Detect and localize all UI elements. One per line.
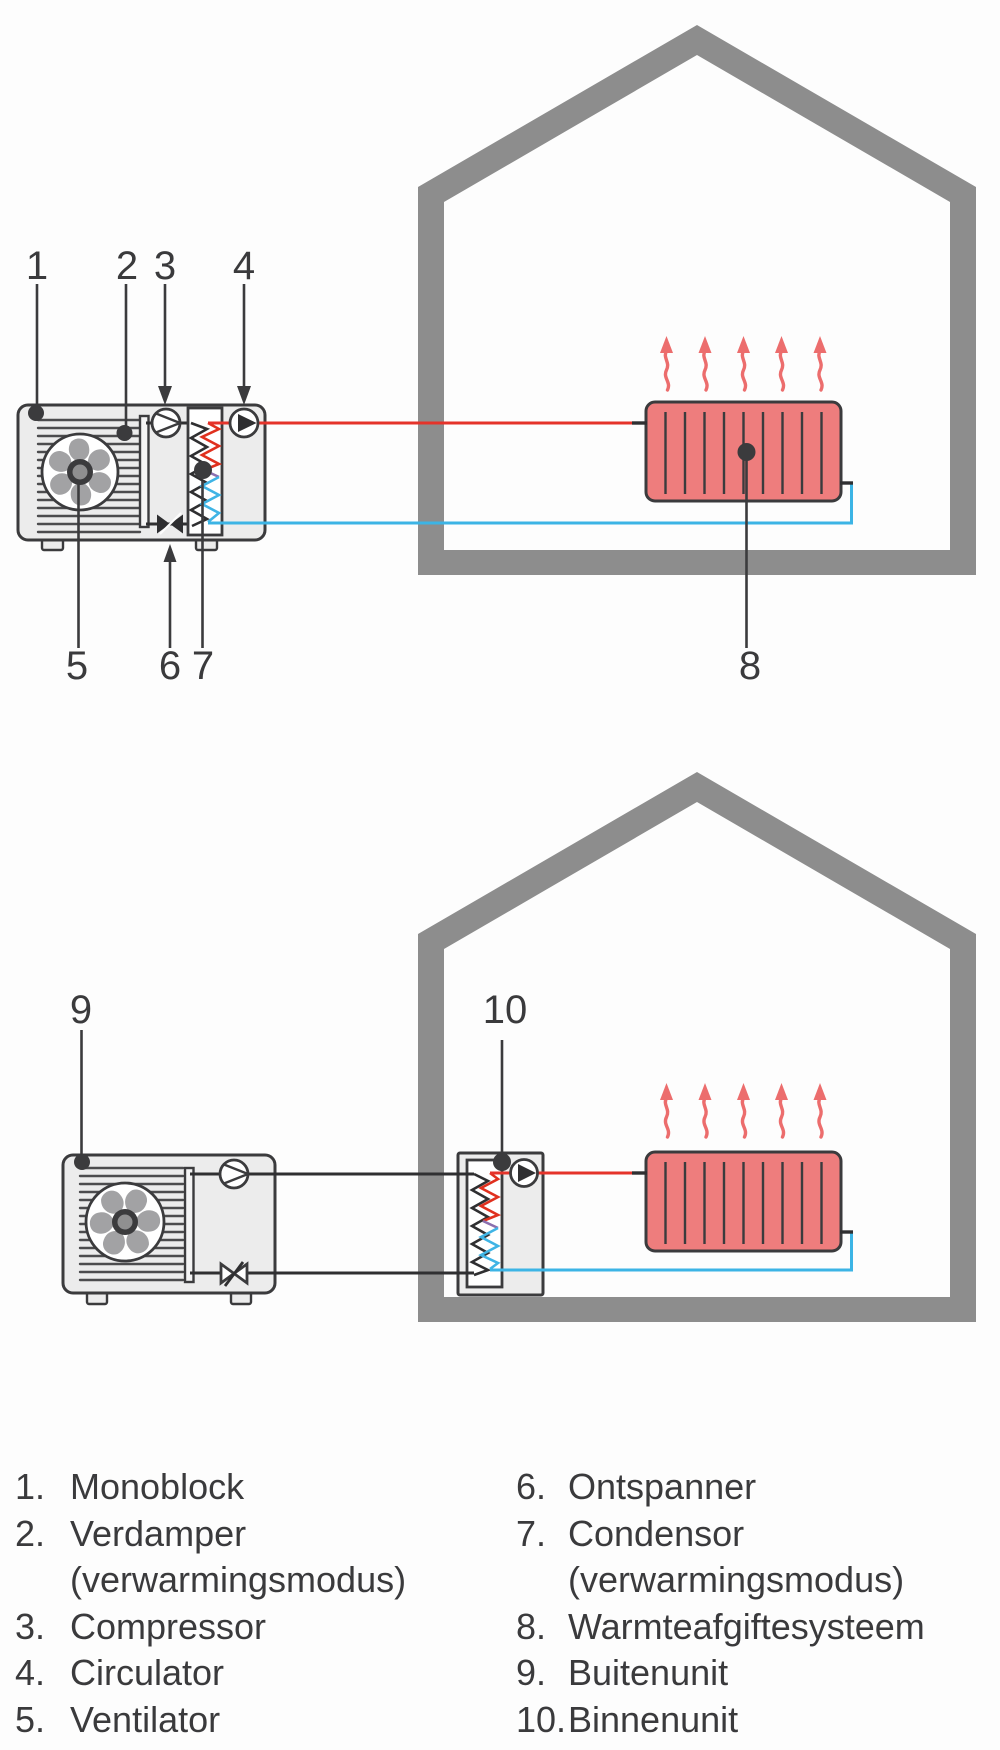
legend-item: 8. Warmteafgiftesysteem bbox=[516, 1604, 925, 1651]
compressor-icon bbox=[218, 1158, 250, 1190]
condenser-coil-mix bbox=[482, 1219, 499, 1230]
heat-arrows bbox=[658, 334, 829, 392]
outdoor-unit bbox=[61, 1153, 277, 1306]
callout-label-3: 3 bbox=[153, 244, 177, 288]
legend-number: 1. bbox=[15, 1466, 46, 1507]
legend-column-left: 1. Monoblock 2. Verdamper (verwarmingsmodu… bbox=[15, 1464, 406, 1743]
legend-text: Warmteafgiftesysteem bbox=[568, 1605, 925, 1647]
legend-number: 10. bbox=[516, 1698, 567, 1740]
legend-number: 9. bbox=[516, 1652, 547, 1693]
legend-text: Monoblock bbox=[70, 1466, 245, 1507]
cold-water-pipe bbox=[208, 483, 853, 525]
callout-label-9: 9 bbox=[69, 988, 93, 1032]
compressor-icon bbox=[150, 407, 182, 439]
legend-text: Ventilator bbox=[70, 1698, 221, 1740]
expansion-valve-icon bbox=[219, 1261, 249, 1287]
circulator-pump-icon bbox=[228, 407, 260, 439]
legend-item: 10.Binnenunit bbox=[516, 1697, 925, 1744]
expansion-valve-icon bbox=[157, 512, 183, 535]
legend-text: (verwarmingsmodus) bbox=[70, 1559, 407, 1600]
condenser-coil-hot bbox=[199, 421, 223, 472]
legend-item: 3. Compressor bbox=[15, 1604, 406, 1651]
callout-label-2: 2 bbox=[115, 244, 139, 288]
radiator bbox=[644, 1150, 843, 1253]
legend-number: 3. bbox=[15, 1605, 46, 1647]
callout-label-5: 5 bbox=[65, 644, 89, 688]
callout-label-1: 1 bbox=[25, 244, 49, 288]
legend-text: Compressor bbox=[70, 1605, 267, 1647]
legend-number: 7. bbox=[516, 1512, 547, 1554]
circulator-pump-icon bbox=[509, 1158, 539, 1188]
callout-markers bbox=[28, 284, 756, 648]
condenser-coil-cold bbox=[199, 475, 222, 524]
legend-text: (verwarmingsmodus) bbox=[568, 1559, 905, 1600]
callout-label-4: 4 bbox=[232, 244, 256, 288]
callout-label-8: 8 bbox=[738, 644, 762, 688]
monoblock-unit bbox=[16, 403, 267, 552]
legend-number: 6. bbox=[516, 1466, 547, 1507]
legend-item: 7. Condensor bbox=[516, 1511, 925, 1558]
legend-item: 6. Ontspanner bbox=[516, 1464, 925, 1511]
callout-markers bbox=[74, 1030, 511, 1171]
legend-text: Circulator bbox=[70, 1652, 225, 1693]
legend-item: 2. Verdamper bbox=[15, 1511, 406, 1558]
legend-number: 2. bbox=[15, 1512, 46, 1554]
split-diagram bbox=[61, 772, 976, 1322]
fan-icon bbox=[40, 432, 120, 512]
monoblock-diagram bbox=[16, 25, 976, 648]
legend-number: 5. bbox=[15, 1698, 46, 1740]
legend-number: 4. bbox=[15, 1652, 46, 1693]
callout-label-6: 6 bbox=[158, 644, 182, 688]
legend-item: (verwarmingsmodus) bbox=[516, 1557, 925, 1604]
coil-plate bbox=[138, 414, 150, 529]
cold-water-pipe bbox=[490, 1232, 853, 1272]
legend-text: Condensor bbox=[568, 1512, 745, 1554]
fan-icon bbox=[76, 1173, 174, 1270]
heat-arrows bbox=[658, 1081, 829, 1139]
legend-item: 5. Ventilator bbox=[15, 1697, 406, 1744]
legend-text: Verdamper bbox=[70, 1512, 247, 1554]
condenser-coil-hot bbox=[478, 1171, 502, 1223]
coil-plate bbox=[183, 1166, 195, 1284]
refrigerant-coil bbox=[469, 1172, 492, 1277]
legend-item: 4. Circulator bbox=[15, 1650, 406, 1697]
refrigerant-coil bbox=[188, 421, 211, 528]
callout-label-7: 7 bbox=[191, 644, 215, 688]
legend-item: 9. Buitenunit bbox=[516, 1650, 925, 1697]
legend-text: Ontspanner bbox=[568, 1466, 757, 1507]
callout-label-10: 10 bbox=[482, 988, 528, 1032]
legend-item: (verwarmingsmodus) bbox=[15, 1557, 406, 1604]
condenser-coil-cold bbox=[478, 1226, 501, 1271]
legend-text: Buitenunit bbox=[568, 1652, 729, 1693]
legend-text: Binnenunit bbox=[568, 1698, 739, 1740]
legend-number: 8. bbox=[516, 1605, 547, 1647]
legend-column-right: 6. Ontspanner 7. Condensor (verwarmingsmod… bbox=[516, 1464, 925, 1743]
legend-item: 1. Monoblock bbox=[15, 1464, 406, 1511]
